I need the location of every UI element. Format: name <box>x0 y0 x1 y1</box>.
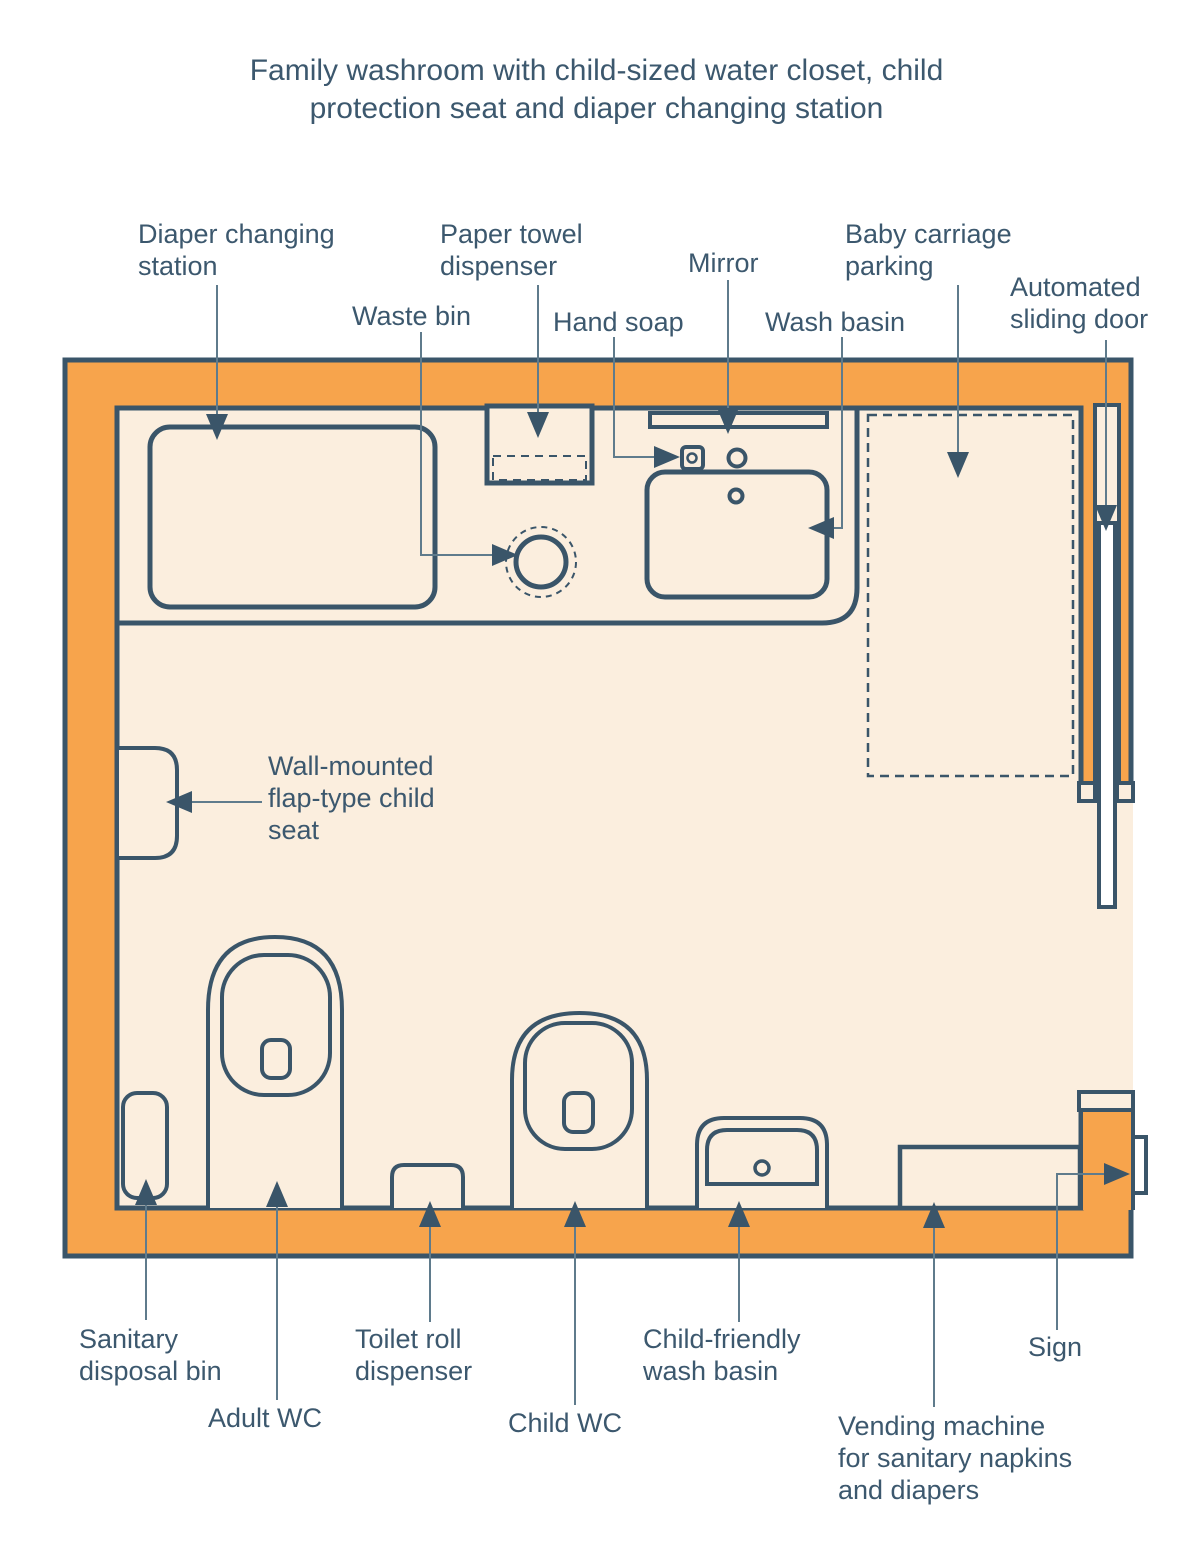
wall-pillar-cap <box>1077 1090 1135 1112</box>
label-baby-carriage-parking: Baby carriage parking <box>845 219 1012 281</box>
label-mirror: Mirror <box>688 248 759 278</box>
vending-machine-shape <box>897 1144 1083 1211</box>
arrow-wash-basin-icon <box>808 517 834 539</box>
label-child-wash-basin: Child-friendly wash basin <box>643 1324 801 1386</box>
sliding-door-slab <box>1097 521 1117 909</box>
label-paper-towel-dispenser: Paper towel dispenser <box>440 219 583 281</box>
arrow-child-wash-basin-icon <box>728 1201 750 1227</box>
child-wash-basin-bowl <box>705 1128 819 1186</box>
arrow-diaper-changing-station-icon <box>206 414 228 440</box>
diaper-changing-station-shape <box>147 424 438 610</box>
label-toilet-roll-dispenser: Toilet roll dispenser <box>355 1324 473 1386</box>
wash-basin-drain <box>727 487 745 505</box>
child-wash-basin-drain <box>753 1159 771 1177</box>
arrow-child-wc-icon <box>564 1201 586 1227</box>
label-automated-sliding-door: Automated sliding door <box>1010 272 1149 334</box>
mirror-shape <box>648 411 829 429</box>
arrow-mirror-icon <box>717 408 739 434</box>
label-vending-machine: Vending machine for sanitary napkins and… <box>838 1411 1073 1505</box>
hand-soap-shape <box>680 445 705 471</box>
faucet-hole <box>726 447 748 469</box>
arrow-waste-bin-icon <box>492 544 518 566</box>
label-waste-bin: Waste bin <box>352 301 472 331</box>
arrow-automated-sliding-door-icon <box>1095 505 1117 531</box>
label-diaper-changing-station: Diaper changing station <box>138 219 335 281</box>
label-adult-wc: Adult WC <box>208 1403 323 1433</box>
adult-wc-shape <box>206 934 344 1208</box>
page-title: Family washroom with child-sized water c… <box>249 54 944 125</box>
leader-wash-basin <box>832 337 843 529</box>
arrow-hand-soap-icon <box>654 446 680 468</box>
child-seat-shape <box>115 746 179 860</box>
arrow-baby-carriage-parking-icon <box>947 452 969 478</box>
arrow-sanitary-disposal-bin-icon <box>135 1179 157 1205</box>
hand-soap-nozzle <box>686 452 698 464</box>
adult-wc-bowl <box>220 953 332 1097</box>
leader-sign <box>1056 1173 1106 1330</box>
arrow-paper-towel-dispenser-icon <box>527 412 549 438</box>
child-wc-shape <box>510 1010 649 1208</box>
wall-leaf-cap-right <box>1115 781 1135 803</box>
arrow-child-seat-icon <box>166 791 192 813</box>
wall-leaf-cap-left <box>1077 781 1097 803</box>
door-opening-exterior <box>1133 798 1147 1095</box>
label-sanitary-disposal-bin: Sanitary disposal bin <box>79 1324 222 1386</box>
child-wc-drain <box>562 1091 595 1134</box>
leader-waste-bin <box>420 332 494 556</box>
arrow-vending-machine-icon <box>923 1202 945 1228</box>
arrow-adult-wc-icon <box>266 1181 288 1207</box>
arrow-toilet-roll-dispenser-icon <box>419 1201 441 1227</box>
leader-lines <box>145 280 1107 1407</box>
child-wc-bowl <box>523 1021 634 1151</box>
counter-edge <box>117 408 860 626</box>
paper-towel-slot <box>492 455 587 481</box>
waste-bin-clearance <box>505 526 577 598</box>
adult-wc-drain <box>260 1038 292 1080</box>
toilet-roll-dispenser-shape <box>390 1163 465 1208</box>
label-hand-soap: Hand soap <box>553 307 684 337</box>
label-child-wc: Child WC <box>508 1408 623 1438</box>
arrowheads <box>135 408 1130 1228</box>
waste-bin-shape <box>513 534 569 590</box>
sign-shape <box>1131 1135 1148 1195</box>
label-wash-basin: Wash basin <box>765 307 906 337</box>
wall-pillar <box>1079 1108 1135 1210</box>
leader-hand-soap <box>613 337 656 458</box>
baby-carriage-parking-area <box>866 413 1075 778</box>
arrow-sign-icon <box>1104 1163 1130 1185</box>
label-sign: Sign <box>1028 1332 1083 1362</box>
label-child-seat: Wall-mounted flap-type child seat <box>268 751 435 845</box>
